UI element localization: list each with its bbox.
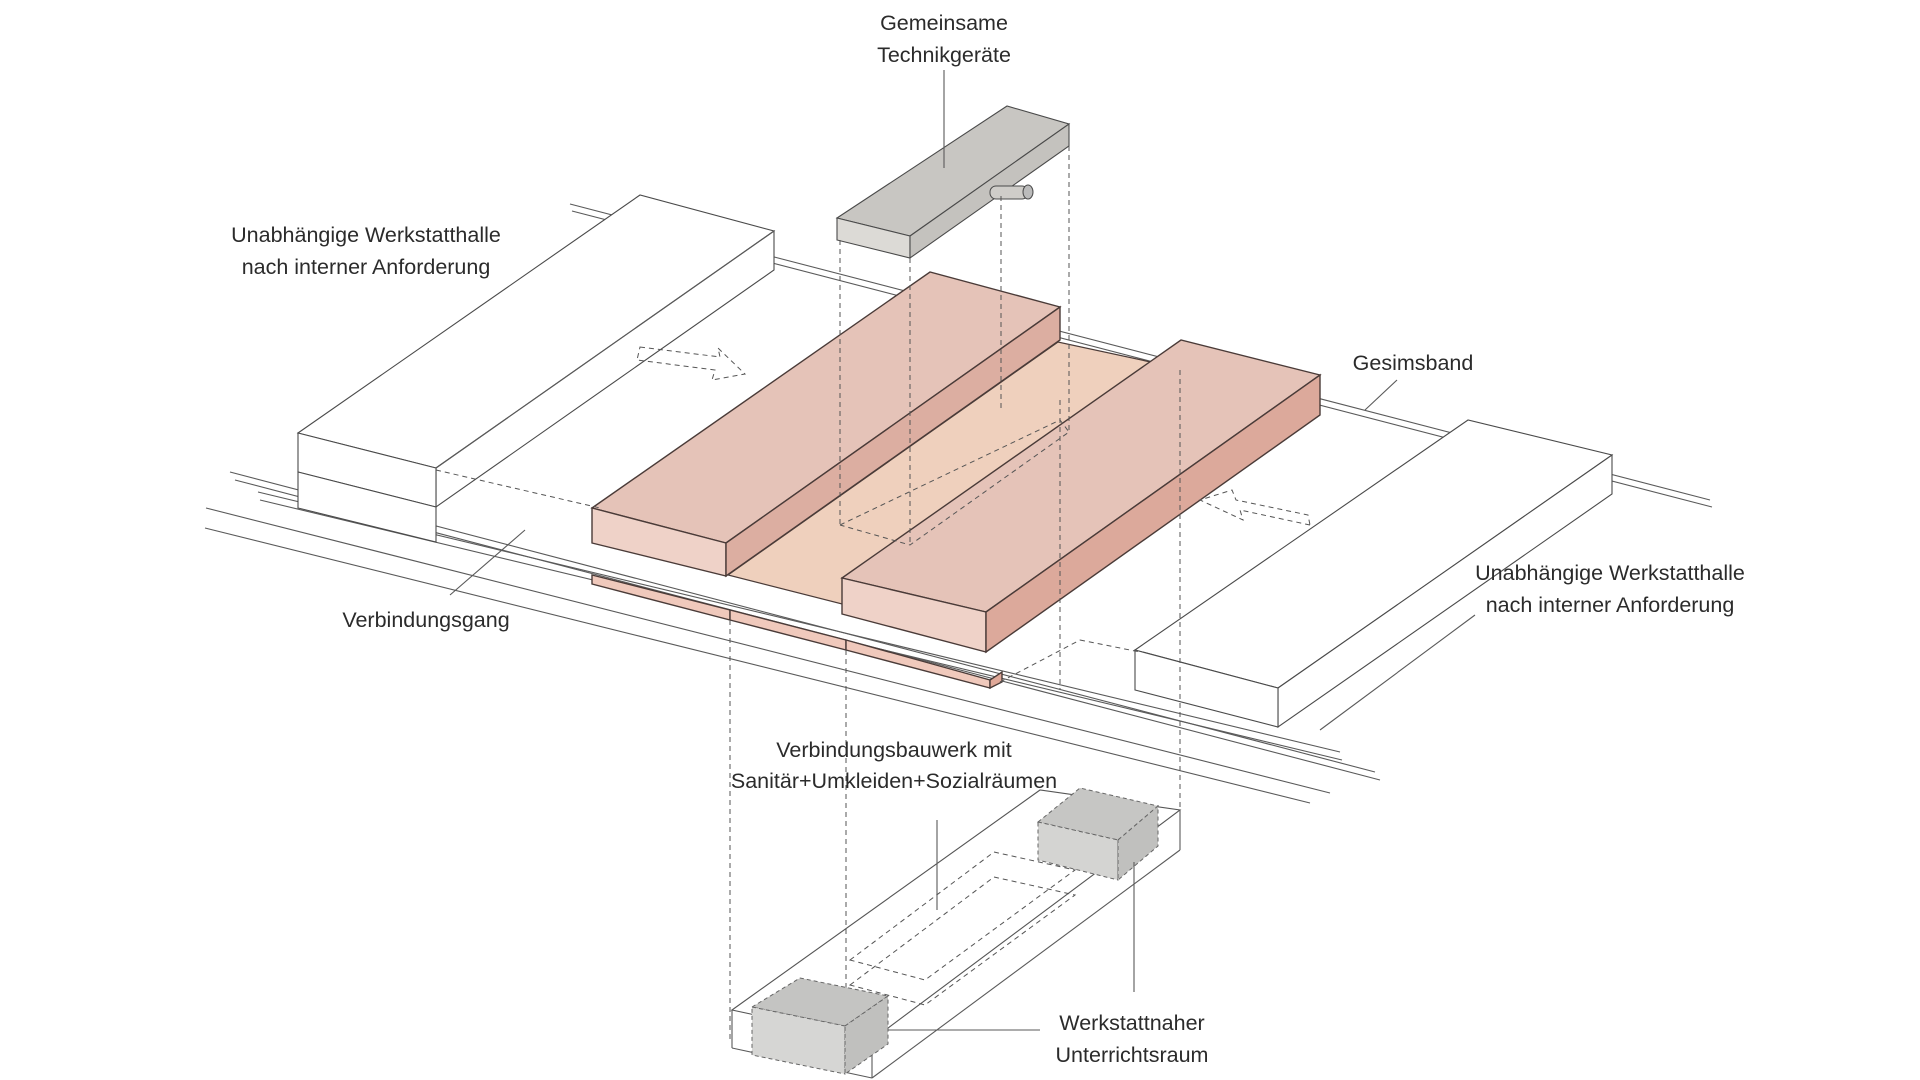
label-hall-right: Unabhängige Werkstatthalle nach interner… <box>1475 561 1745 617</box>
label-verbindungsbauwerk-line1: Verbindungsbauwerk mit <box>776 738 1011 762</box>
label-technik-line2: Technikgeräte <box>877 43 1011 67</box>
label-unterricht-line2: Unterrichtsraum <box>1056 1043 1209 1067</box>
label-technik: Gemeinsame Technikgeräte <box>877 11 1011 67</box>
label-verbindungsbauwerk-line2: Sanitär+Umkleiden+Sozialräumen <box>731 769 1057 793</box>
grey-box-front <box>750 977 890 1075</box>
central-building <box>590 271 1322 690</box>
workshop-hall-left <box>296 194 776 543</box>
grey-box-rear <box>1036 787 1160 882</box>
projection-lines <box>435 146 1181 1040</box>
label-hall-right-line1: Unabhängige Werkstatthalle <box>1475 561 1745 585</box>
label-hall-left-line1: Unabhängige Werkstatthalle <box>231 223 501 247</box>
label-technik-line1: Gemeinsame <box>880 11 1008 35</box>
label-unterricht-line1: Werkstattnaher <box>1059 1011 1204 1035</box>
label-hall-left-line2: nach interner Anforderung <box>242 255 491 279</box>
label-hall-right-line2: nach interner Anforderung <box>1486 593 1735 617</box>
label-hall-left: Unabhängige Werkstatthalle nach interner… <box>231 223 501 279</box>
workshop-hall-right <box>1133 419 1614 729</box>
technik-unit <box>835 105 1071 260</box>
arrow-right-hall <box>1198 489 1311 526</box>
label-verbindungsbauwerk: Verbindungsbauwerk mit Sanitär+Umkleiden… <box>731 738 1057 793</box>
label-unterricht: Werkstattnaher Unterrichtsraum <box>1056 1011 1209 1067</box>
label-gesimsband: Gesimsband <box>1353 351 1474 375</box>
leader-lines <box>449 70 1476 1031</box>
label-verbindungsgang: Verbindungsgang <box>342 608 509 632</box>
arrow-left-hall <box>636 346 747 381</box>
